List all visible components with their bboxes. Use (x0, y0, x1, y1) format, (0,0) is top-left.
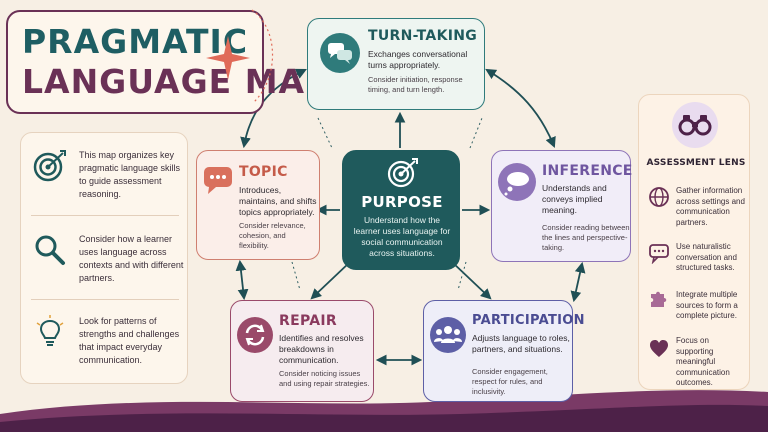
chat-icon (649, 244, 669, 264)
intro-text-patterns: Look for patterns of strengths and chall… (79, 316, 180, 365)
turn-taking-description: Exchanges conversational turns appropria… (368, 49, 468, 70)
intro-item-patterns: Look for patterns of strengths and chall… (29, 313, 181, 377)
title-line-1: PRAGMATIC (22, 22, 249, 61)
thought-bubble-icon (498, 163, 536, 201)
lens-text-focus: Focus on supporting meaningful communica… (676, 336, 730, 387)
divider (31, 299, 179, 300)
inference-note: Consider reading between the lines and p… (542, 223, 630, 252)
lens-text-naturalistic: Use naturalistic conversation and struct… (676, 242, 737, 272)
repair-title: REPAIR (279, 313, 337, 329)
participation-description: Adjusts language to roles, partners, and… (472, 333, 570, 354)
binoculars-icon (672, 102, 718, 148)
inference-title: INFERENCE (542, 163, 633, 179)
dotted-arc-decoration (251, 9, 274, 103)
participation-card: PARTICIPATION Adjusts language to roles,… (423, 300, 585, 402)
purpose-title: PURPOSE (361, 193, 443, 211)
repair-description: Identifies and resolves breakdowns in co… (279, 333, 364, 365)
globe-icon (649, 187, 669, 207)
topic-title: TOPIC (239, 164, 288, 180)
intro-item-map: This map organizes key pragmatic languag… (29, 147, 181, 207)
title-box (6, 10, 264, 114)
magnifier-icon (35, 235, 65, 265)
participation-note: Consider engagement, respect for rules, … (472, 367, 548, 396)
title-line-2: LANGUAGE MAP (22, 62, 331, 101)
lightbulb-icon (36, 315, 64, 346)
intro-panel: This map organizes key pragmatic languag… (20, 132, 188, 384)
purpose-description: Understand how the learner uses language… (353, 215, 451, 258)
lens-text-integrate: Integrate multiple sources to form a com… (676, 290, 738, 320)
target-icon (387, 158, 418, 188)
refresh-arrows-icon (237, 317, 273, 353)
intro-item-consider: Consider how a learner uses language acr… (29, 229, 183, 293)
sparkle-icon (206, 36, 250, 80)
lens-text-gather: Gather information across settings and c… (676, 186, 745, 227)
target-icon (33, 150, 66, 182)
lens-item-integrate: Integrate multiple sources to form a com… (644, 288, 748, 328)
lens-item-gather: Gather information across settings and c… (644, 186, 748, 234)
turn-taking-card: TURN-TAKING Exchanges conversational tur… (307, 18, 485, 110)
bottom-wave-decoration (0, 390, 768, 432)
repair-card: REPAIR Identifies and resolves breakdown… (230, 300, 374, 402)
lens-item-focus: Focus on supporting meaningful communica… (644, 336, 748, 387)
topic-description: Introduces, maintains, and shifts topics… (239, 185, 317, 217)
speech-bubble-icon (204, 167, 232, 194)
intro-text-map: This map organizes key pragmatic languag… (79, 150, 181, 199)
topic-card: TOPIC Introduces, maintains, and shifts … (196, 150, 320, 260)
inference-description: Understands and conveys implied meaning. (542, 183, 607, 215)
chat-bubbles-icon (320, 33, 360, 73)
turn-taking-note: Consider initiation, response timing, an… (368, 75, 463, 94)
puzzle-icon (651, 291, 667, 307)
repair-note: Consider noticing issues and using repai… (279, 369, 370, 388)
participation-title: PARTICIPATION (472, 313, 585, 328)
topic-note: Consider relevance, cohesion, and flexib… (239, 221, 306, 250)
assessment-lens-title: ASSESSMENT LENS (646, 158, 746, 168)
divider (31, 215, 179, 216)
purpose-card: PURPOSE Understand how the learner uses … (342, 150, 460, 270)
inference-card: INFERENCE Understands and conveys implie… (491, 150, 633, 262)
heart-icon (650, 340, 668, 357)
intro-text-consider: Consider how a learner uses language acr… (79, 234, 184, 283)
lens-item-naturalistic: Use naturalistic conversation and struct… (644, 242, 748, 282)
group-people-icon (430, 317, 466, 353)
turn-taking-title: TURN-TAKING (368, 28, 478, 44)
